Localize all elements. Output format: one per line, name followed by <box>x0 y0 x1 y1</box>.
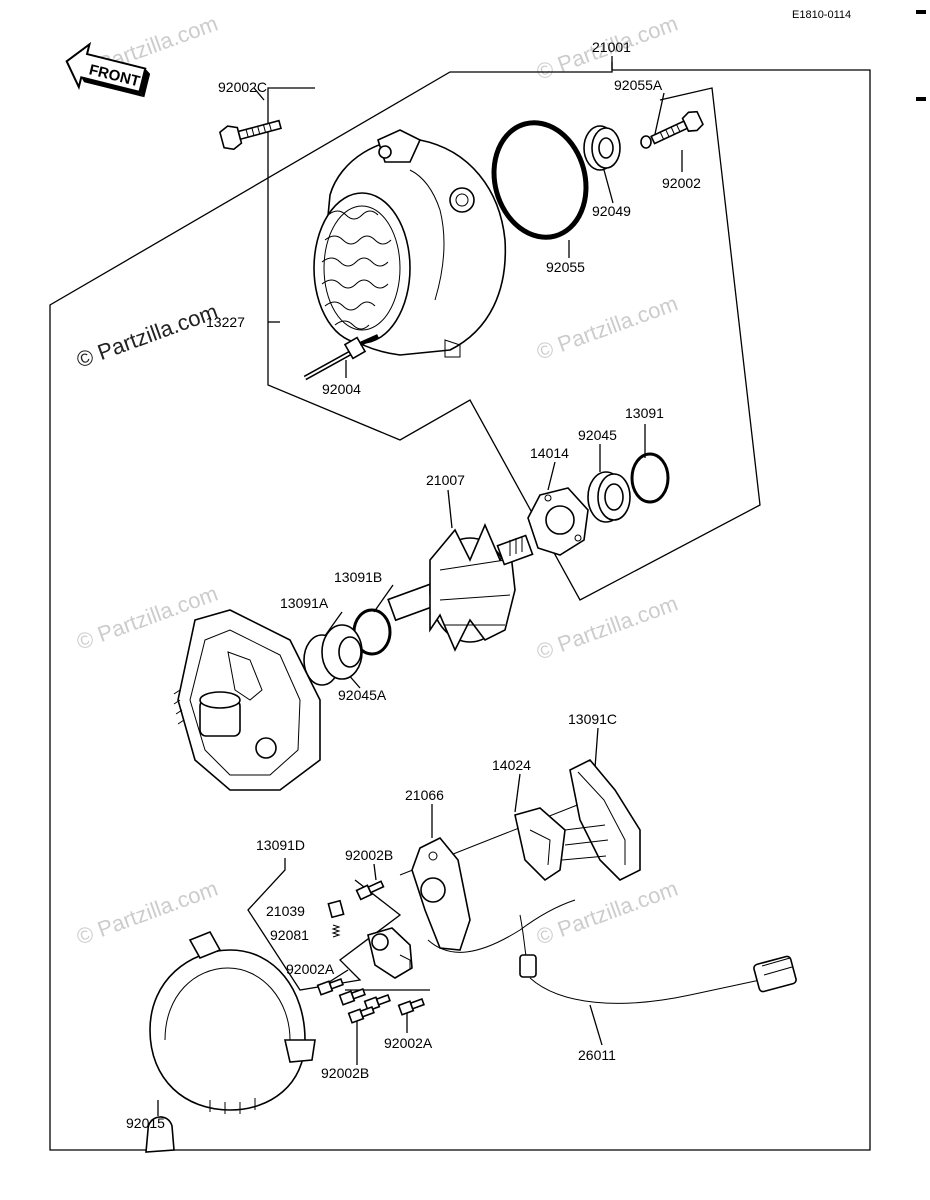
label-21001: 21001 <box>592 39 631 55</box>
stator-housing-icon <box>313 129 507 358</box>
label-13091B: 13091B <box>334 569 382 585</box>
label-92045: 92045 <box>578 427 617 443</box>
regulator-icon <box>514 807 609 882</box>
bearing-icon <box>583 125 621 171</box>
watermark-main: © Partzilla.com <box>73 299 221 373</box>
label-13091A: 13091A <box>280 595 329 611</box>
corner-mark-top <box>916 10 926 14</box>
stud-icon <box>303 334 379 381</box>
label-14024: 14024 <box>492 757 531 773</box>
label-92002A: 92002A <box>286 961 335 977</box>
label-26011: 26011 <box>578 1047 616 1063</box>
label-92015: 92015 <box>126 1115 165 1131</box>
label-14014: 14014 <box>530 445 569 461</box>
stator-group-outline <box>267 87 761 601</box>
rear-housing-icon <box>173 609 321 791</box>
label-21007: 21007 <box>426 472 465 488</box>
end-cover-icon <box>149 930 316 1114</box>
watermark: © Partzilla.com <box>533 591 681 665</box>
o-ring-icon <box>491 120 589 240</box>
screw-icon <box>347 1005 375 1024</box>
watermark: © Partzilla.com <box>533 876 681 950</box>
cover-plate-icon <box>569 759 641 881</box>
bolt-icon <box>650 110 704 145</box>
label-92055A: 92055A <box>614 77 663 93</box>
wiring-harness-icon <box>427 899 797 1004</box>
screw-icon <box>397 997 425 1016</box>
label-92002: 92002 <box>662 175 701 191</box>
label-92004: 92004 <box>322 381 361 397</box>
bearing-icon <box>303 624 363 686</box>
label-21066: 21066 <box>405 787 444 803</box>
label-92045A: 92045A <box>338 687 387 703</box>
label-92002A: 92002A <box>384 1035 433 1051</box>
label-92002B: 92002B <box>321 1065 369 1081</box>
callout-labels: 21001 92055A 92002C 92002 92049 92055 13… <box>126 39 701 1131</box>
label-92081: 92081 <box>270 927 309 943</box>
watermark: © Partzilla.com <box>533 291 681 365</box>
label-92002C: 92002C <box>218 79 267 95</box>
small-o-ring-icon <box>640 135 652 149</box>
screw-icon <box>316 977 344 996</box>
ref-code: E1810-0114 <box>792 9 851 21</box>
label-13091: 13091 <box>625 405 664 421</box>
label-92002B: 92002B <box>345 847 393 863</box>
corner-mark-mid <box>916 97 926 101</box>
screw-icon <box>355 880 385 901</box>
ring-icon <box>630 452 670 504</box>
brush-holder-icon <box>367 927 413 979</box>
plate-icon <box>527 487 589 556</box>
rotor-icon <box>387 522 534 652</box>
label-21039: 21039 <box>266 903 305 919</box>
assembly-outline <box>49 62 871 1151</box>
bolt-icon <box>219 119 282 151</box>
label-13091D: 13091D <box>256 837 305 853</box>
label-92055: 92055 <box>546 259 585 275</box>
brush-icon <box>327 899 345 919</box>
screw-icon <box>338 987 366 1006</box>
screw-icon <box>363 993 391 1012</box>
label-13227: 13227 <box>206 314 245 330</box>
label-92049: 92049 <box>592 203 631 219</box>
bracket-icon <box>411 836 471 951</box>
label-13091C: 13091C <box>568 711 617 727</box>
bearing-icon <box>587 471 631 523</box>
cap-nut-icon <box>145 1116 175 1153</box>
spring-icon <box>331 924 341 938</box>
